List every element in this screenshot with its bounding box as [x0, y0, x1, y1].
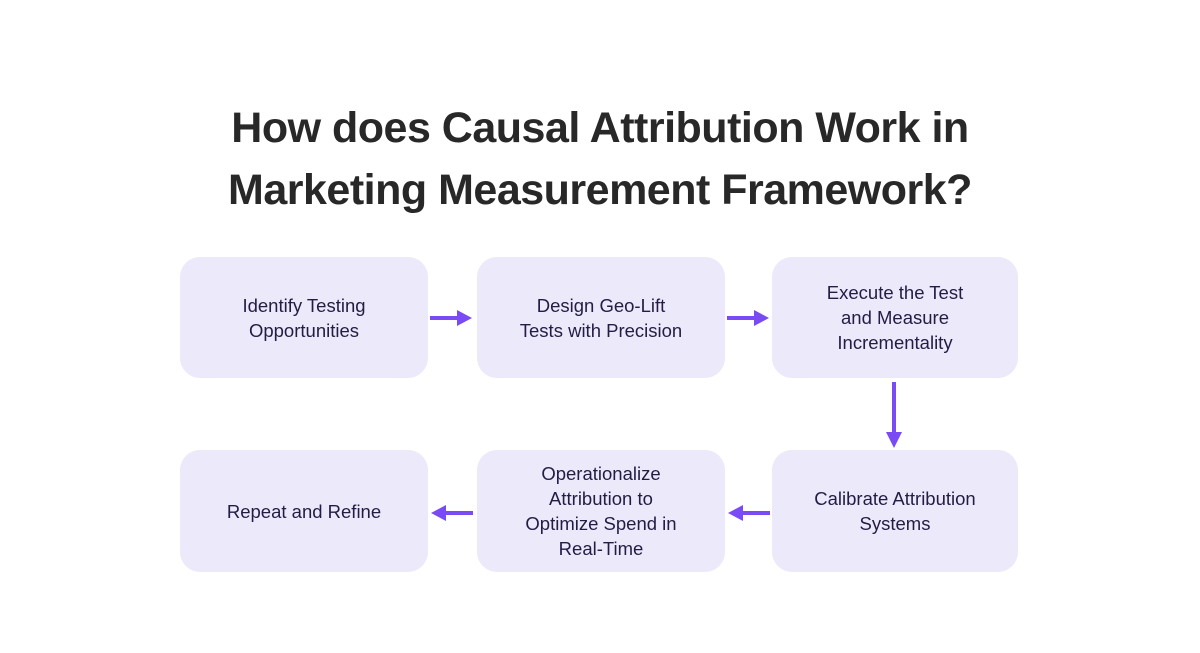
step-box-design-geo-lift-tests: Design Geo-Lift Tests with Precision — [477, 257, 725, 378]
arrow-right-icon — [430, 310, 472, 326]
step-label: Identify Testing Opportunities — [242, 294, 366, 341]
step-label: Design Geo-Lift Tests with Precision — [519, 294, 683, 341]
step-label: Operationalize Attribution to Optimize S… — [525, 463, 677, 559]
page-title: How does Causal Attribution Work in Mark… — [228, 103, 972, 214]
step-box-identify-testing-opportunities: Identify Testing Opportunities — [180, 257, 428, 378]
arrow-down-icon — [886, 382, 902, 448]
step-box-repeat-and-refine: Repeat and Refine — [180, 450, 428, 572]
arrow-left-icon — [728, 505, 770, 521]
step-box-calibrate-attribution-systems: Calibrate Attribution Systems — [772, 450, 1018, 572]
step-box-execute-test-measure-incrementality: Execute the Test and Measure Incremental… — [772, 257, 1018, 378]
step-box-operationalize-attribution: Operationalize Attribution to Optimize S… — [477, 450, 725, 572]
step-label: Calibrate Attribution Systems — [814, 488, 976, 534]
step-label: Repeat and Refine — [226, 500, 382, 522]
arrow-left-icon — [431, 505, 473, 521]
arrow-right-icon — [727, 310, 769, 326]
step-label: Execute the Test and Measure Incremental… — [826, 282, 964, 353]
